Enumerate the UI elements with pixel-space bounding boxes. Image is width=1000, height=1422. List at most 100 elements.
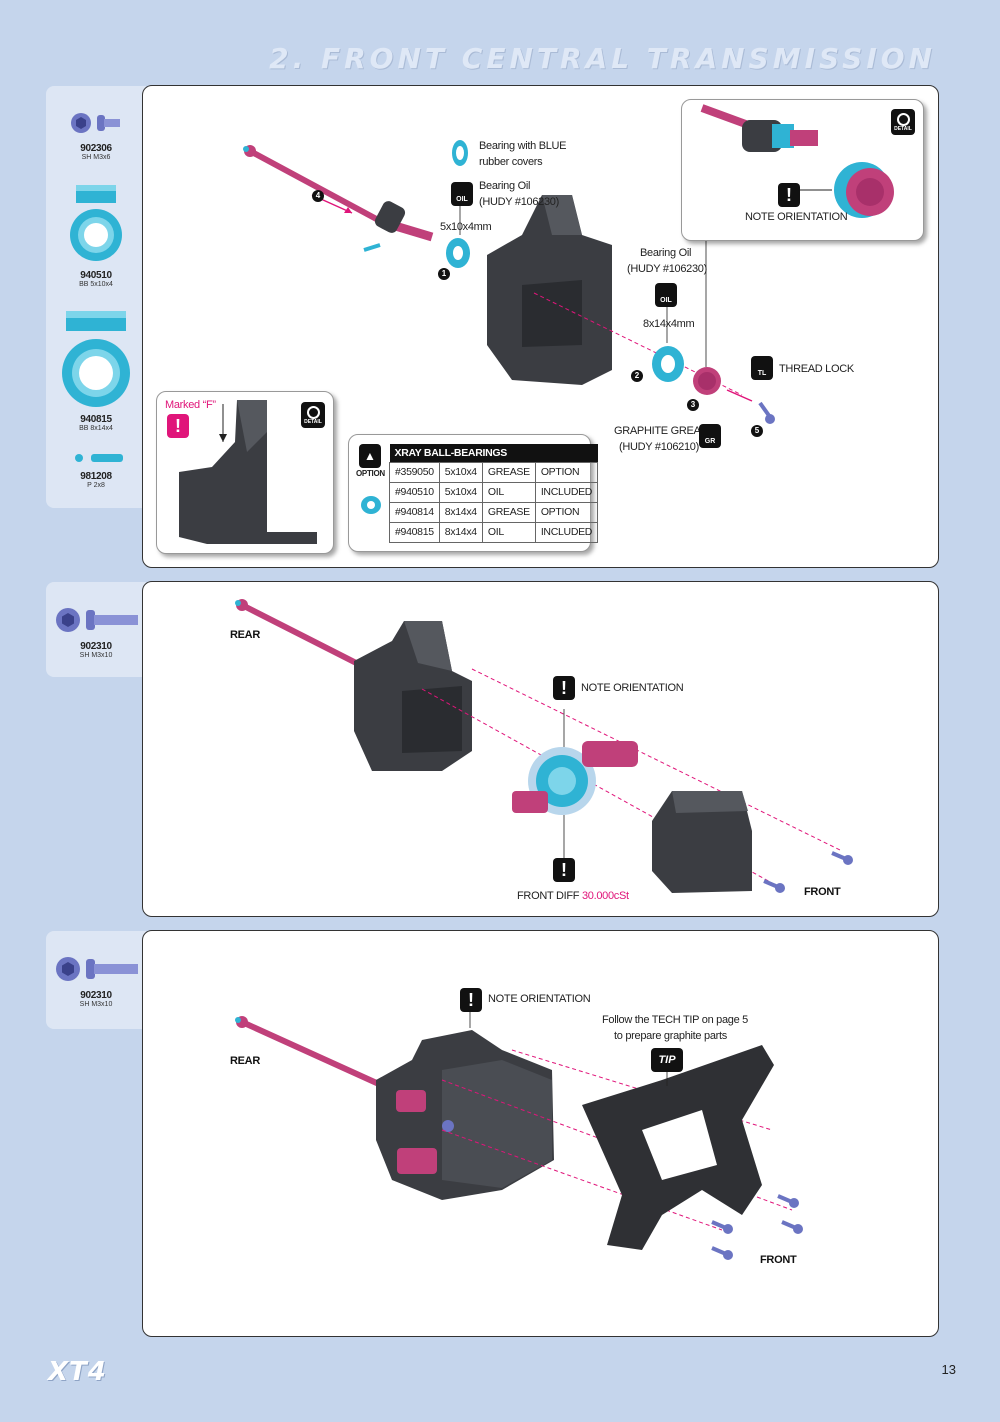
label-front: FRONT: [804, 886, 841, 898]
part-code: 940815: [80, 414, 112, 425]
step-number-1: 1: [438, 268, 450, 280]
table-cell: #359050: [389, 461, 440, 483]
pin-icon: [75, 454, 123, 462]
table-cell: GREASE: [481, 461, 536, 483]
screw-icon: [56, 608, 138, 632]
parts-sidebar-step3: [46, 931, 146, 1029]
screw-icon: [71, 113, 120, 133]
part-desc: BB 5x10x4: [79, 281, 113, 288]
table-row: #940815 8x14x4 OIL INCLUDED: [389, 521, 599, 543]
label-hudy-grease: (HUDY #106210): [619, 441, 699, 453]
part-940815: 940815 BB 8x14x4: [46, 311, 146, 432]
bulkhead-detail-illustration: [179, 400, 317, 544]
table-cell: 8x14x4: [438, 501, 483, 523]
table-cell: #940814: [389, 501, 440, 523]
step-number-3: 3: [687, 399, 699, 411]
screw-icon: [56, 957, 138, 981]
part-code: 902310: [80, 990, 112, 1001]
label-hudy-oil-1: (HUDY #106230): [479, 196, 559, 208]
table-cell: INCLUDED: [534, 481, 599, 503]
step3-illustration: [235, 1012, 803, 1260]
table-cell: 8x14x4: [438, 521, 483, 543]
part-902306: 902306 SH M3x6: [46, 108, 146, 161]
detail-icon: DETAIL: [891, 109, 915, 135]
label-thread-lock: THREAD LOCK: [779, 363, 854, 375]
bearing-icon: [361, 496, 381, 514]
oil-icon: OIL: [451, 182, 473, 206]
step2-illustration: [235, 599, 853, 893]
parts-sidebar-step1: [46, 86, 146, 508]
table-cell: #940815: [389, 521, 440, 543]
brand-logo: XT4: [48, 1357, 107, 1387]
step-number-4: 4: [312, 190, 324, 202]
page-title: 2. FRONT CENTRAL TRANSMISSION: [269, 42, 936, 75]
thumbs-up-icon: ▲: [359, 444, 381, 468]
label-rear: REAR: [230, 1055, 260, 1067]
part-desc: SH M3x10: [79, 652, 113, 659]
label-tech-tip-2: to prepare graphite parts: [614, 1030, 727, 1042]
label-front: FRONT: [760, 1254, 797, 1266]
thread-lock-icon: TL: [751, 356, 773, 380]
label-size-2: 8x14x4mm: [643, 318, 695, 330]
step1-illustration: [243, 140, 775, 424]
label-tech-tip-1: Follow the TECH TIP on page 5: [602, 1014, 748, 1026]
table-row: #359050 5x10x4 GREASE OPTION: [389, 461, 599, 483]
detail-callout-marked-f: Marked “F” ! DETAIL: [156, 391, 334, 554]
warning-icon: !: [167, 414, 189, 438]
oil-icon: OIL: [655, 283, 677, 307]
label-rubber-covers: rubber covers: [479, 156, 543, 168]
label-marked-f: Marked “F”: [165, 399, 216, 411]
part-desc: BB 8x14x4: [79, 425, 113, 432]
table-row: #940814 8x14x4 GREASE OPTION: [389, 501, 599, 523]
table-cell: #940510: [389, 481, 440, 503]
table-row: #940510 5x10x4 OIL INCLUDED: [389, 481, 599, 503]
ball-bearings-table: XRAY BALL-BEARINGS #359050 5x10x4 GREASE…: [389, 444, 599, 543]
step-number-5: 5: [751, 425, 763, 437]
label-bearing-blue: Bearing with BLUE: [479, 140, 567, 152]
table-cell: 5x10x4: [438, 461, 483, 483]
table-title: XRAY BALL-BEARINGS: [389, 444, 598, 462]
label-note-orientation: NOTE ORIENTATION: [488, 993, 591, 1005]
part-902310: 902310 SH M3x10: [46, 953, 146, 1008]
warning-icon: !: [460, 988, 482, 1012]
detail-icon: DETAIL: [301, 402, 325, 428]
label-graphite-grease: GRAPHITE GREASE: [614, 425, 715, 437]
part-code: 981208: [80, 471, 112, 482]
assembly-panel-step2: [142, 581, 939, 917]
page-number: 13: [941, 1362, 956, 1377]
part-code: 902306: [80, 143, 112, 154]
part-code: 902310: [80, 641, 112, 652]
tip-icon: TIP: [651, 1048, 683, 1072]
label-rear: REAR: [230, 629, 260, 641]
label-hudy-oil-2: (HUDY #106230): [627, 263, 707, 275]
part-code: 940510: [80, 270, 112, 281]
label-note-orientation: NOTE ORIENTATION: [581, 682, 684, 694]
grease-icon: GR: [699, 424, 721, 448]
part-desc: SH M3x6: [81, 154, 111, 161]
table-cell: 5x10x4: [438, 481, 483, 503]
table-cell: OPTION: [534, 461, 599, 483]
part-940510: 940510 BB 5x10x4: [46, 185, 146, 288]
label-note-orientation: NOTE ORIENTATION: [745, 211, 848, 223]
warning-icon: !: [778, 183, 800, 207]
label-front-diff: FRONT DIFF 30.000cSt: [517, 889, 629, 904]
label-bearing-oil-2: Bearing Oil: [640, 247, 692, 259]
table-cell: OIL: [481, 481, 536, 503]
bearing-icon: [62, 311, 130, 407]
label-front-diff-text: FRONT DIFF: [517, 890, 580, 902]
warning-icon: !: [553, 676, 575, 700]
warning-icon: !: [553, 858, 575, 882]
table-cell: GREASE: [481, 501, 536, 523]
label-bearing-oil-1: Bearing Oil: [479, 180, 531, 192]
part-981208: 981208 P 2x8: [46, 450, 146, 489]
part-902310: 902310 SH M3x10: [46, 604, 146, 659]
table-cell: OIL: [481, 521, 536, 543]
part-desc: SH M3x10: [79, 1001, 113, 1008]
detail-callout-orientation: ! NOTE ORIENTATION DETAIL: [681, 99, 924, 241]
label-size-1: 5x10x4mm: [440, 221, 492, 233]
table-cell: INCLUDED: [534, 521, 599, 543]
label-option: OPTION: [356, 469, 385, 478]
pinion-detail-illustration: [700, 104, 894, 218]
step-number-2: 2: [631, 370, 643, 382]
part-desc: P 2x8: [87, 482, 105, 489]
